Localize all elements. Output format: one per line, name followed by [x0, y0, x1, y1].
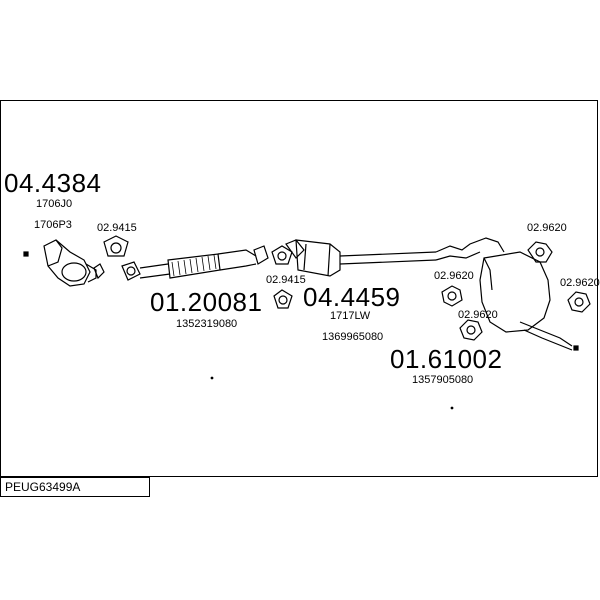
gasket-b-drawing [271, 245, 293, 309]
gasket-b-label: 02.9415 [266, 274, 306, 286]
part-b-number: 01.20081 [150, 287, 263, 317]
front-pipe-drawing [121, 245, 269, 281]
dot-1 [210, 376, 214, 380]
mount-1-label: 02.9620 [527, 222, 567, 234]
mount-3-drawing [459, 319, 483, 341]
gasket-a2-drawing [93, 263, 105, 280]
rear-silencer-drawing [435, 237, 573, 351]
part-a-code1: 1706J0 [36, 198, 73, 210]
mount-2-drawing [441, 285, 463, 307]
mount-4-label: 02.9620 [560, 277, 600, 289]
dot-2 [450, 406, 454, 410]
mount-2-label: 02.9620 [434, 270, 474, 282]
mount-3-label: 02.9620 [458, 309, 498, 321]
part-c-code2: 1369965080 [322, 331, 384, 343]
part-a-number: 04.4384 [4, 168, 102, 198]
part-a-code2: 1706P3 [34, 219, 72, 231]
mount-1-drawing [527, 241, 553, 263]
part-c-code1: 1717LW [330, 310, 371, 322]
part-c-number: 04.4459 [303, 282, 401, 312]
reference-code: PEUG63499A [0, 477, 150, 497]
marker-right [573, 345, 579, 351]
catalyst-c-drawing [285, 239, 437, 277]
part-b-code: 1352319080 [176, 318, 238, 330]
front-catalyst-drawing [43, 239, 97, 287]
part-d-code: 1357905080 [412, 374, 474, 386]
part-d-number: 01.61002 [390, 344, 503, 374]
mount-4-drawing [567, 291, 591, 313]
gasket-a-drawing [103, 235, 129, 257]
gasket-a-label: 02.9415 [97, 222, 137, 234]
marker-left [23, 251, 29, 257]
diagram-frame [0, 100, 598, 477]
